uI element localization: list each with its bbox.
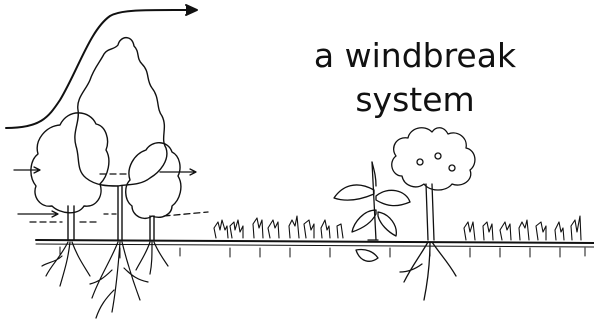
- caption-line-1: a windbreak: [300, 36, 530, 76]
- fruit-tree: [392, 128, 475, 300]
- tree-roots: [42, 242, 168, 318]
- right-small-tree: [126, 143, 181, 240]
- caption-line-2: system: [300, 80, 530, 120]
- crop-row-right: [464, 216, 581, 240]
- crop-row-left: [214, 216, 343, 238]
- left-round-tree: [31, 113, 109, 240]
- tall-conifer-tree: [75, 38, 167, 240]
- wind-deflection-arrow: [6, 5, 197, 128]
